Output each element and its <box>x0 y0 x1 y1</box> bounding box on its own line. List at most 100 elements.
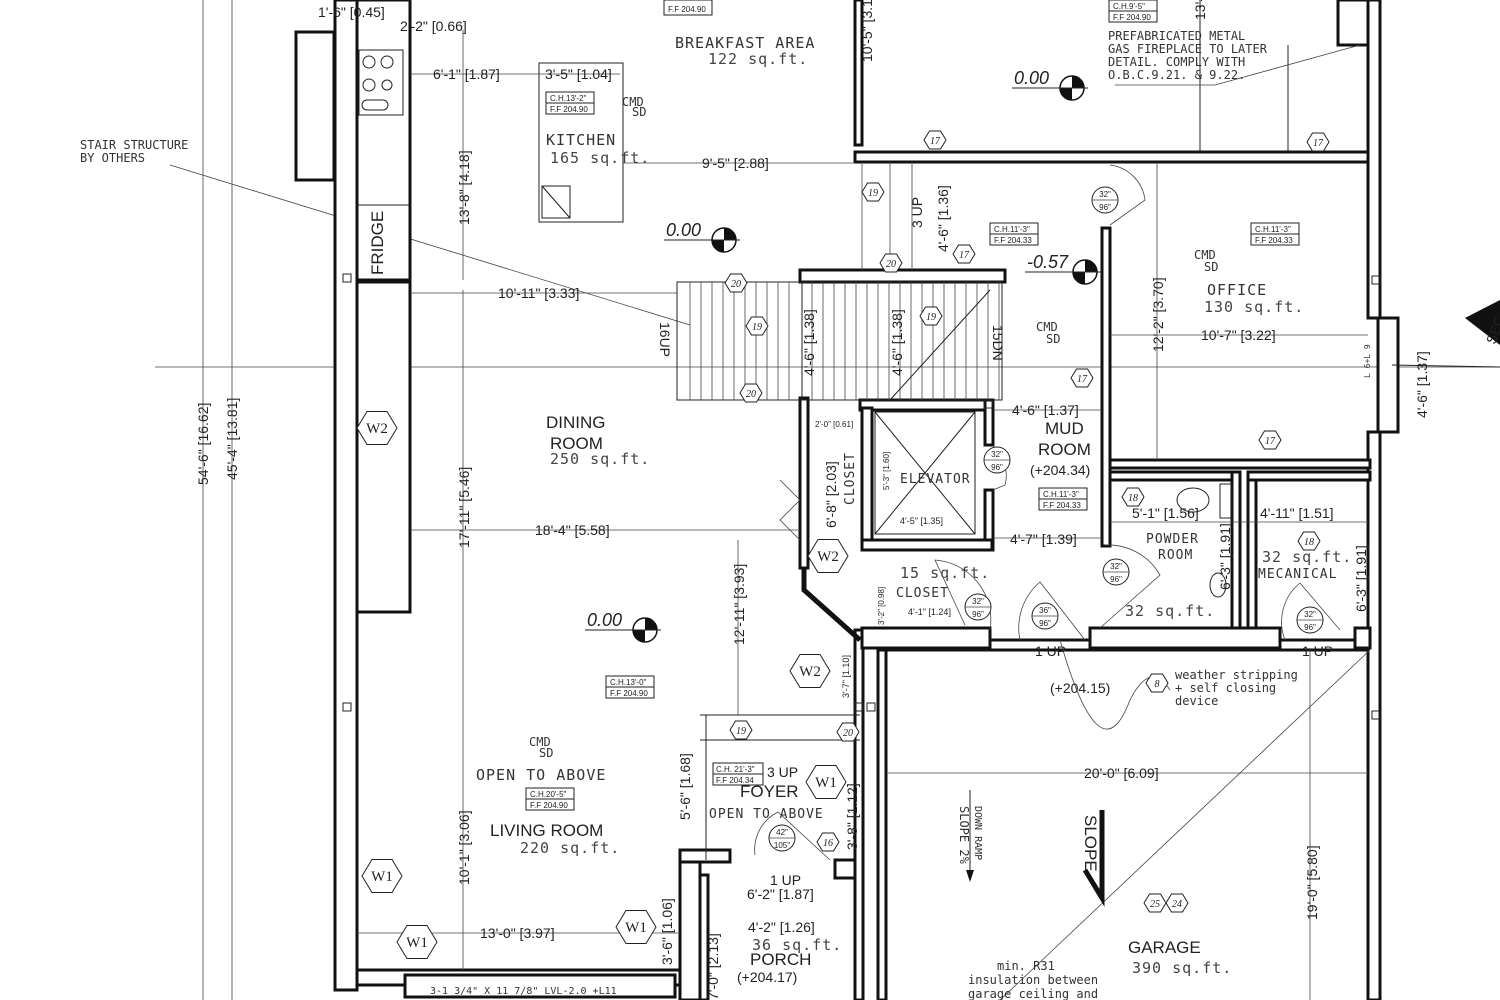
door-width: 42" <box>776 828 788 837</box>
dim-7: 10'-5" [3.1 <box>859 0 875 62</box>
tag-w1: W1 <box>805 765 847 799</box>
door-width: 32" <box>1099 190 1111 199</box>
dimension-labels: 1'-6" [0.45] 2'-2" [0.66] 6'-1" [1.87] 3… <box>195 0 1430 1000</box>
dim-42: 7'-0" [2.13] <box>705 933 721 1000</box>
dim-40: 6'-2" [1.87] <box>747 886 814 902</box>
living-sd: SD <box>539 746 553 760</box>
tag-t17: 17 <box>1070 368 1094 388</box>
tag-label: 17 <box>1265 436 1276 447</box>
door-size-tag: 42" 105" <box>768 824 796 852</box>
dining-ff: F.F 204.90 <box>610 689 648 698</box>
insulation-note-3: garage ceiling and <box>968 987 1098 1000</box>
dim-33: 3'-7" [1.10] <box>841 655 851 698</box>
tag-w2: W2 <box>807 539 849 573</box>
tag-label: 20 <box>746 389 756 400</box>
tag-t20: 20 <box>739 383 763 403</box>
ramp-arrowhead-icon <box>966 870 974 882</box>
tag-label: 19 <box>752 322 762 333</box>
door-height: 96" <box>1039 619 1051 628</box>
top-ff: F.F 204.90 <box>668 5 706 14</box>
door-width: 36" <box>1039 606 1051 615</box>
tag-label: 18 <box>1128 493 1138 504</box>
dim-37: 10'-1" [3.06] <box>456 810 472 885</box>
level-marker: -0.57 <box>1025 252 1101 285</box>
tag-t20: 20 <box>836 722 860 742</box>
living-area: 220 sq.ft. <box>520 839 620 857</box>
powder-name: POWDER <box>1146 532 1199 547</box>
foyer-open-to-above: OPEN TO ABOVE <box>709 807 824 822</box>
kitchen-island <box>538 62 624 223</box>
stair-ch: C.H.11'-3" <box>994 225 1030 234</box>
dining-ch: C.H.13'-0" <box>610 678 647 687</box>
door-size-tag: 32"96" <box>1091 186 1119 214</box>
foyer-ch: C.H. 21'-3" <box>716 765 755 774</box>
mechanical-name: MECANICAL <box>1258 567 1337 582</box>
tag-label: W2 <box>799 664 821 680</box>
tag-label: 20 <box>886 259 896 270</box>
tag-t17: 17 <box>1306 132 1330 152</box>
tag-w1: W1 <box>615 910 657 944</box>
dim-21: 6'-8" [2.03] <box>823 461 839 528</box>
office-cmd: CMD <box>1194 248 1216 262</box>
tag-t18: 18 <box>1297 531 1321 551</box>
slope-label: SLOPE <box>1081 815 1100 872</box>
dim-9: 10'-11" [3.33] <box>498 285 579 301</box>
dim-18: 17'-11" [5.46] <box>456 467 472 548</box>
slope-ramp-note: SLOPE 2% <box>957 806 971 865</box>
door-height: 105" <box>774 841 790 850</box>
electrical-markers <box>342 273 1381 720</box>
dim-38: 13'-0" [3.97] <box>480 925 555 941</box>
tag-label: W1 <box>625 920 647 936</box>
dim-6: 13'-8" [4.18] <box>456 150 472 225</box>
tag-t17: 17 <box>1258 430 1282 450</box>
tag-t20: 20 <box>879 253 903 273</box>
level-marker: 0.00 <box>585 610 661 643</box>
foyer-name: FOYER <box>740 782 799 801</box>
tag-t17: 17 <box>923 130 947 150</box>
stair-15dn: 15DN <box>990 325 1006 361</box>
mud-1up: 1 UP <box>1035 643 1066 659</box>
dim-35: 5'-6" [1.68] <box>677 753 693 820</box>
foyer-ff: F.F 204.34 <box>716 776 754 785</box>
tag-label: W1 <box>406 935 428 951</box>
dim-4: 3'-5" [1.04] <box>545 66 612 82</box>
tag-label: 20 <box>731 279 741 290</box>
slope-ramp-note-2: DOWN RAMP <box>972 806 983 860</box>
office-ch: C.H.11'-3" <box>1255 225 1291 234</box>
dim-3: 6'-1" [1.87] <box>433 66 500 82</box>
dim-30: 4'-1" [1.24] <box>908 607 951 617</box>
living-name: LIVING ROOM <box>490 821 603 840</box>
door-height: 96" <box>972 610 984 619</box>
door-width: 32" <box>991 450 1003 459</box>
dim-14: 10'-7" [3.22] <box>1201 327 1276 343</box>
weather-note-3: device <box>1175 694 1218 708</box>
stair-ff: F.F 204.33 <box>994 236 1032 245</box>
tag-t18: 18 <box>1121 487 1145 507</box>
fireplace-ff: F.F 204.90 <box>1113 13 1151 22</box>
dim-41: 4'-2" [1.26] <box>748 919 815 935</box>
fireplace-note-4: O.B.C.9.21. & 9.22. <box>1108 68 1245 82</box>
mud-ff: F.F 204.33 <box>1043 501 1081 510</box>
office-area: 130 sq.ft. <box>1204 298 1304 316</box>
tag-t20: 20 <box>724 273 748 293</box>
tag-label: 25 <box>1150 899 1160 910</box>
dim-8: 13'- <box>1192 0 1208 20</box>
door-height: 96" <box>1110 575 1122 584</box>
tag-label: W1 <box>815 775 837 791</box>
tag-t24: 24 <box>1165 893 1189 913</box>
dim-20: 4'-6" [1.37] <box>1012 402 1079 418</box>
dim-24: 4'-5" [1.35] <box>900 516 943 526</box>
office-ff: F.F 204.33 <box>1255 236 1293 245</box>
fireplace-note-3: DETAIL. COMPLY WITH <box>1108 55 1245 69</box>
kitchen-sd: SD <box>632 105 646 119</box>
door-size-tag: 32"96" <box>983 446 1011 474</box>
elevator-shaft <box>874 411 976 535</box>
dim-1: 1'-6" [0.45] <box>318 4 385 20</box>
tag-w1: W1 <box>396 925 438 959</box>
tag-label: 24 <box>1172 899 1182 910</box>
door-width: 32" <box>1304 610 1316 619</box>
kitchen-name: KITCHEN <box>546 131 616 149</box>
mud-level: (+204.34) <box>1030 462 1090 478</box>
door-height: 96" <box>991 463 1003 472</box>
level-value: -0.57 <box>1027 252 1069 272</box>
